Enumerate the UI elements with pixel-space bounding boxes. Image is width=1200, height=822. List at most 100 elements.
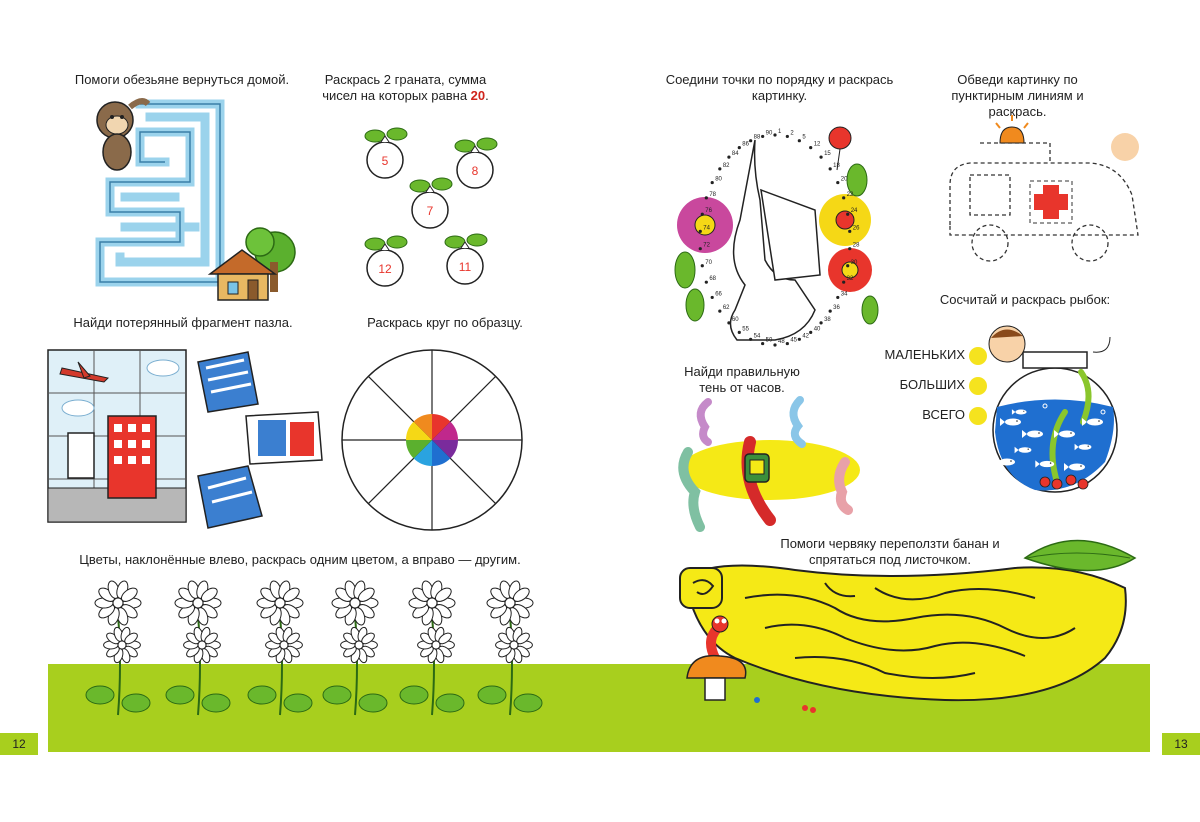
dot: 90 xyxy=(761,130,773,139)
fish-icon[interactable] xyxy=(1054,430,1075,438)
dot: 76 xyxy=(700,208,713,216)
dot: 26 xyxy=(848,225,860,233)
dot-number: 88 xyxy=(754,135,761,141)
dot: 62 xyxy=(718,305,730,313)
dot: 84 xyxy=(727,151,739,159)
dot: 38 xyxy=(819,317,831,325)
dot-number: 60 xyxy=(732,317,739,323)
fish-icon[interactable] xyxy=(1082,418,1103,426)
shadow-option-1[interactable] xyxy=(696,398,712,446)
puzzle-piece-1[interactable] xyxy=(197,351,259,413)
banana-maze[interactable] xyxy=(675,528,1145,728)
answer-circles[interactable] xyxy=(968,347,988,438)
fish-icon[interactable] xyxy=(994,458,1015,466)
fish-icon[interactable] xyxy=(1014,446,1032,454)
dot: 54 xyxy=(749,333,761,341)
dot-number: 72 xyxy=(703,243,710,249)
boy-icon xyxy=(988,325,1026,363)
pomegranate-3[interactable]: 7 xyxy=(409,177,453,229)
fish-icon[interactable] xyxy=(1022,430,1043,438)
dot: 80 xyxy=(710,177,723,185)
dot-number: 36 xyxy=(833,305,840,311)
page-number-left: 12 xyxy=(0,733,38,755)
dot: 86 xyxy=(737,142,750,150)
pomegranate-5[interactable]: 11 xyxy=(444,233,488,285)
caption-dots: Соедини точки по порядку и раскрась карт… xyxy=(665,72,894,103)
dot-number: 86 xyxy=(742,142,749,148)
pomegranate-4[interactable]: 12 xyxy=(364,235,408,287)
dot: 70 xyxy=(700,260,713,268)
dot: 55 xyxy=(737,326,750,334)
dot-number: 24 xyxy=(851,208,858,214)
dot: 34 xyxy=(836,291,848,300)
dot: 5 xyxy=(797,135,806,143)
dot: 15 xyxy=(819,151,831,159)
page-number-right: 13 xyxy=(1162,733,1200,755)
dot-number: 74 xyxy=(703,225,710,231)
dot-number: 50 xyxy=(766,338,773,344)
pomegranate-2[interactable]: 8 xyxy=(454,137,498,189)
shadow-option-2[interactable] xyxy=(789,396,806,448)
dot-number: 18 xyxy=(833,163,840,169)
answer-circle-small xyxy=(969,347,987,365)
red-cross-icon xyxy=(1034,185,1068,219)
siren-icon xyxy=(995,115,1029,144)
ambulance-trace[interactable] xyxy=(940,115,1150,275)
caption-maze-monkey: Помоги обезьяне вернуться домой. xyxy=(74,72,290,87)
pomegranate-1[interactable]: 5 xyxy=(364,127,408,179)
wheel-sector xyxy=(413,414,432,440)
flowers-row xyxy=(85,580,543,716)
dot: 1 xyxy=(773,129,782,137)
watch-shadows[interactable] xyxy=(670,392,880,537)
dot: 2 xyxy=(785,130,794,139)
dot-number: 1 xyxy=(778,129,782,135)
dot-number: 90 xyxy=(766,130,773,136)
dot-number: 80 xyxy=(715,177,722,183)
flower-1[interactable] xyxy=(85,580,151,716)
dot: 24 xyxy=(846,208,858,216)
dot: 45 xyxy=(785,338,798,346)
puzzle-piece-3[interactable] xyxy=(197,465,263,529)
shadow-option-4[interactable] xyxy=(834,457,853,515)
dot-number: 54 xyxy=(754,333,761,339)
dot-number: 62 xyxy=(723,305,730,311)
leaf-icon xyxy=(1023,539,1137,572)
wheel-sector xyxy=(432,440,458,459)
dot-number: 70 xyxy=(705,260,712,266)
missing-piece-slot xyxy=(67,432,95,479)
dot: 68 xyxy=(704,276,717,284)
fish-label-total: ВСЕГО xyxy=(922,407,965,422)
flower-4[interactable] xyxy=(322,580,388,716)
fish-icon[interactable] xyxy=(1000,418,1021,426)
dot: 36 xyxy=(828,305,841,313)
monkey-maze[interactable] xyxy=(70,92,300,307)
flower-5[interactable] xyxy=(399,580,465,716)
fish-icon[interactable] xyxy=(1011,409,1027,415)
dot: 66 xyxy=(710,291,723,300)
wheel-sector xyxy=(432,421,458,440)
puzzle-piece-2[interactable] xyxy=(245,411,323,465)
dot: 30 xyxy=(846,260,858,268)
color-circle[interactable] xyxy=(340,348,525,533)
fish-icon[interactable] xyxy=(1074,443,1092,451)
caption-shadow: Найди правильную тень от часов. xyxy=(684,364,800,395)
flower-3[interactable] xyxy=(247,580,313,716)
shadow-option-3[interactable] xyxy=(678,447,705,532)
worm-icon xyxy=(706,615,729,663)
fish-icon[interactable] xyxy=(1035,460,1055,468)
dot-number: 45 xyxy=(790,338,797,344)
flower-2[interactable] xyxy=(165,580,231,716)
puzzle-picture[interactable] xyxy=(47,348,338,533)
caption-trace: Обведи картинку по пунктирным линиям и р… xyxy=(951,72,1084,119)
fish-icon[interactable] xyxy=(1064,463,1085,471)
mushroom-icon xyxy=(686,654,747,701)
fish-bowl[interactable] xyxy=(985,322,1140,502)
flower-6[interactable] xyxy=(477,580,543,716)
dot-number: 78 xyxy=(709,192,716,198)
dot: 40 xyxy=(809,326,821,334)
caption-pomegranates: Раскрась 2 граната, сумма чисел на котор… xyxy=(322,72,489,103)
dot-number: 84 xyxy=(732,151,739,157)
